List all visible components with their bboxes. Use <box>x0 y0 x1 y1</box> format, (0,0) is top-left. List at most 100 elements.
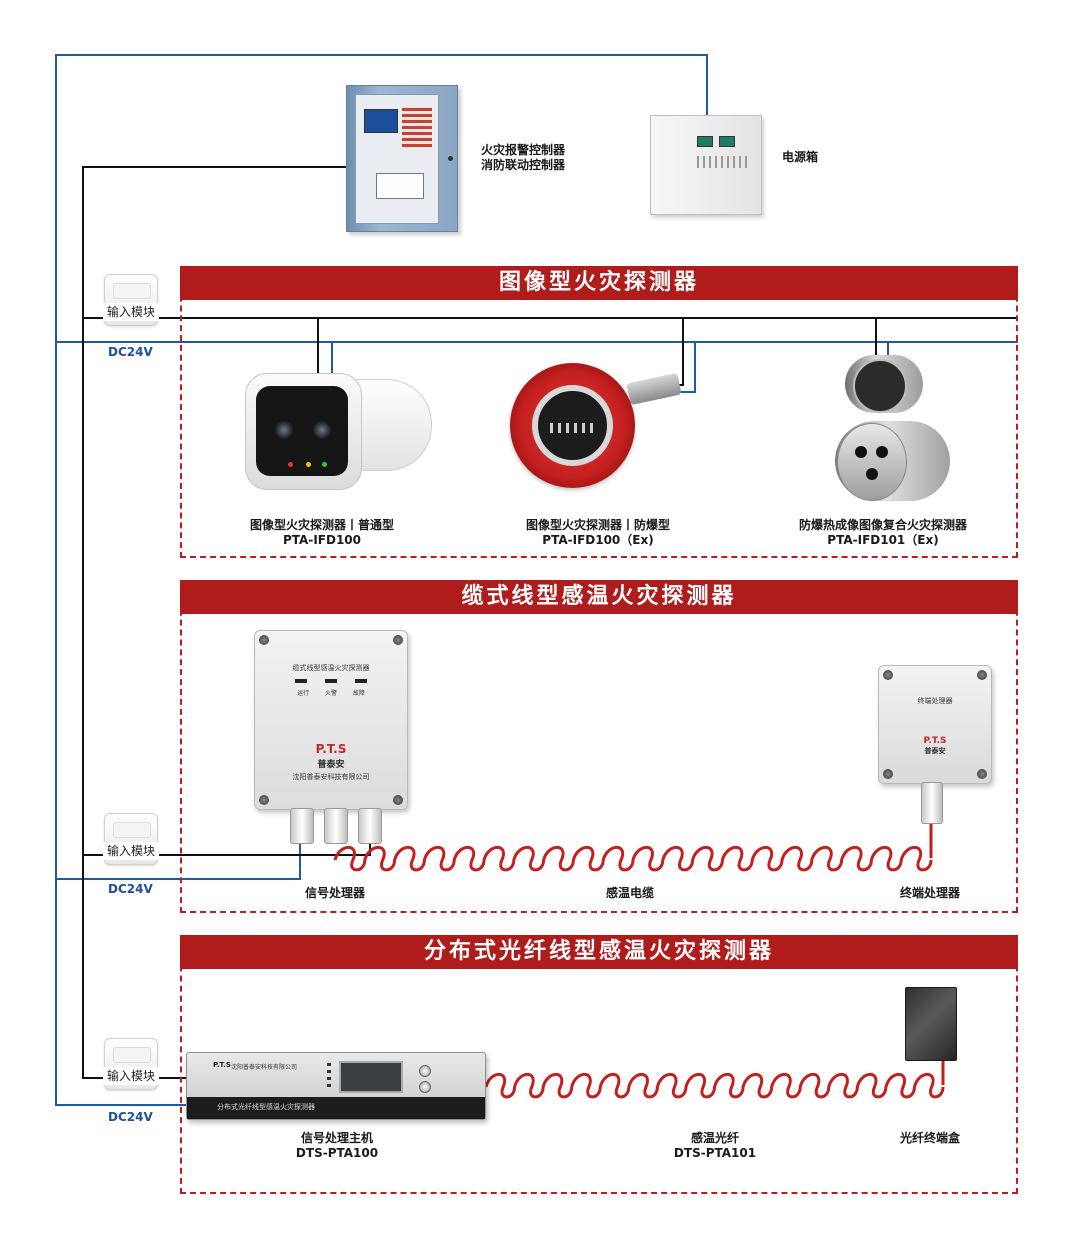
device3-name: 防爆热成像图像复合火灾探测器 <box>798 518 967 532</box>
power-box-image <box>650 115 762 215</box>
controller-keypad <box>402 107 432 147</box>
screw-icon <box>883 769 893 779</box>
end-processor-box: 终端处理器 P.T.S 普泰安 <box>878 665 992 784</box>
fiber-terminal-box <box>905 987 957 1061</box>
power-box-label: 电源箱 <box>782 150 819 164</box>
device3-model: PTA-IFD101（Ex) <box>827 533 939 547</box>
input-module-1: 输入模块 <box>103 274 159 326</box>
controller-face <box>355 94 439 224</box>
signal-processor-label: 信号处理器 <box>304 886 365 900</box>
fire-alarm-controller-image <box>346 85 458 232</box>
section2-title: 缆式线型感温火灾探测器 <box>180 580 1018 614</box>
host-name: 信号处理主机 <box>300 1131 373 1145</box>
controller-label: 火灾报警控制器 消防联动控制器 <box>481 143 565 173</box>
section3-title: 分布式光纤线型感温火灾探测器 <box>180 935 1018 969</box>
rack-brand: P.T.S <box>213 1061 231 1069</box>
input-module-2: 输入模块 <box>103 813 159 865</box>
end-box-title: 终端处理器 <box>917 697 953 705</box>
camera-face <box>256 386 348 476</box>
fiber-box-label: 光纤终端盒 <box>899 1131 960 1145</box>
input-module-3: 输入模块 <box>103 1038 159 1090</box>
device1-name: 图像型火灾探测器丨普通型 <box>249 518 394 532</box>
screw-icon <box>259 635 269 645</box>
signal-box-logo: P.T.S <box>315 742 347 756</box>
power-vent <box>697 156 747 168</box>
controller-label-line2: 消防联动控制器 <box>481 158 566 172</box>
ir-camera-lens <box>853 359 907 413</box>
heat-cable-label: 感温电缆 <box>605 886 654 900</box>
power-window-1 <box>697 136 713 147</box>
signal-box-brand: 普泰安 <box>317 760 345 770</box>
power-wire-blue <box>55 54 708 1106</box>
controller-screen <box>364 109 398 133</box>
camera-led-yellow <box>306 462 311 467</box>
cable-gland-3 <box>358 808 382 844</box>
signal-box-indicator-lights <box>295 679 375 683</box>
rack-display <box>339 1061 403 1093</box>
input-module-3-label: 输入模块 <box>103 1067 159 1085</box>
signal-box-company: 沈阳普泰安科技有限公司 <box>292 773 370 781</box>
thermal-image-composite-detector <box>835 355 950 505</box>
device1-label: 图像型火灾探测器丨普通型 PTA-IFD100 <box>232 518 412 548</box>
controller-label-line1: 火灾报警控制器 <box>481 143 566 157</box>
signal-branch-sec2 <box>83 842 371 856</box>
cable-gland-1 <box>290 808 314 844</box>
fiber-model: DTS-PTA101 <box>673 1146 757 1160</box>
module-window <box>113 1047 151 1063</box>
end-processor-label: 终端处理器 <box>899 886 960 900</box>
camera-led-green <box>322 462 327 467</box>
controller-printer <box>376 173 424 199</box>
host-label: 信号处理主机 DTS-PTA100 <box>282 1131 392 1161</box>
ir-lens-3 <box>866 468 878 480</box>
camera-led-red <box>288 462 293 467</box>
screw-icon <box>977 670 987 680</box>
image-detector-explosion-proof <box>510 363 635 488</box>
screw-icon <box>259 795 269 805</box>
device3-label: 防爆热成像图像复合火灾探测器 PTA-IFD101（Ex) <box>788 518 978 548</box>
camera-front <box>245 373 362 490</box>
dc-label-1: DC24V <box>108 345 153 359</box>
host-model: DTS-PTA100 <box>295 1146 379 1160</box>
cable-gland-2 <box>324 808 348 844</box>
image-detector-standard <box>245 373 432 490</box>
end-box-gland <box>921 782 943 824</box>
end-box-logo: P.T.S <box>923 736 947 746</box>
signal-box-indicators: 运行 火警 故障 <box>297 690 365 697</box>
section1-title: 图像型火灾探测器 <box>180 266 1018 300</box>
screw-icon <box>883 670 893 680</box>
ir-lens-1 <box>855 446 867 458</box>
fiber-name: 感温光纤 <box>690 1131 739 1145</box>
device1-model: PTA-IFD100 <box>283 533 361 547</box>
input-module-1-label: 输入模块 <box>103 303 159 321</box>
screw-icon <box>393 635 403 645</box>
device2-name: 图像型火灾探测器丨防爆型 <box>525 518 670 532</box>
screw-icon <box>393 795 403 805</box>
rack-company: 沈阳普泰安科技有限公司 <box>231 1064 298 1071</box>
controller-lock <box>448 156 453 161</box>
heat-cable-coil <box>333 845 933 872</box>
ir-camera-face <box>837 423 907 501</box>
rack-button-1 <box>419 1065 431 1077</box>
signal-processing-host: P.T.S 沈阳普泰安科技有限公司 分布式光纤线型感温火灾探测器 <box>186 1052 486 1120</box>
screw-icon <box>977 769 987 779</box>
device2-label: 图像型火灾探测器丨防爆型 PTA-IFD100（Ex) <box>508 518 688 548</box>
rack-button-2 <box>419 1081 431 1093</box>
input-module-2-label: 输入模块 <box>103 842 159 860</box>
ir-camera-lower <box>835 421 950 501</box>
section-cable-heat-detectors: 缆式线型感温火灾探测器 <box>180 580 1018 913</box>
signal-processor-box: 缆式线型感温火灾探测器 运行 火警 故障 P.T.S 普泰安 沈阳普泰安科技有限… <box>254 630 408 810</box>
camera-lens-right <box>312 420 332 440</box>
device2-model: PTA-IFD100（Ex) <box>542 533 654 547</box>
rack-panel-text: 分布式光纤线型感温火灾探测器 <box>217 1103 315 1111</box>
ir-camera-upper <box>845 355 923 413</box>
section-fiber-heat-detectors: 分布式光纤线型感温火灾探测器 <box>180 935 1018 1194</box>
rack-bottom-bar <box>187 1097 485 1119</box>
power-window-2 <box>719 136 735 147</box>
fiber-coil <box>484 1072 945 1099</box>
dc-label-3: DC24V <box>108 1110 153 1124</box>
module-window <box>113 283 151 299</box>
end-box-brand: 普泰安 <box>924 747 946 755</box>
module-window <box>113 822 151 838</box>
detector-pins <box>550 423 594 433</box>
